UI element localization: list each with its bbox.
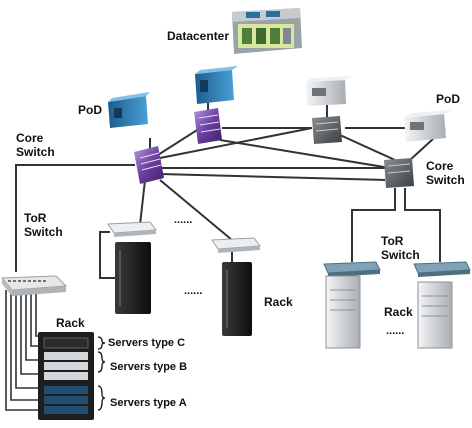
core-switch-b [194,108,222,144]
core-switch-label-right-line2: Switch [426,172,465,187]
datacenter-image [232,8,302,54]
tor-to-rack-cables [5,290,40,411]
ellipsis-right: ...... [386,325,405,337]
rack-label-center: Rack [264,295,293,309]
core-switch-label-left-line1: Core [16,131,44,145]
pod-container-right [404,110,452,142]
tor-switch-label-right: ToR Switch [381,234,420,263]
core-switch-c [312,116,342,144]
connection-lines [15,100,446,279]
tor-switch-label-left-line1: ToR [24,211,47,225]
link-core-a-tor-right [159,179,233,241]
rack-label-left: Rack [56,316,85,330]
datacenter-label: Datacenter [167,29,230,43]
rack-label-right: Rack [384,305,413,319]
servers-type-a-label: Servers type A [110,397,187,409]
tor-switch-label-right-line1: ToR [381,234,404,248]
pod-label-left: PoD [78,103,102,117]
pod-container-left [108,92,150,128]
link-core-a-tor-left [15,164,135,272]
rack-center-left [115,242,151,314]
link-core-d-tor-right-b [404,188,441,262]
ellipsis-top: ...... [174,214,193,226]
pod-label-right: PoD [436,92,460,106]
core-switch-label-left-line2: Switch [16,144,55,159]
link-tor-center-rack [99,231,115,279]
server-rack-left [38,332,94,420]
tor-switch-right-b [413,261,471,277]
link-core-a-core-d2 [159,173,386,181]
tor-switch-left [0,275,68,296]
link-core-c-core-d [339,134,396,161]
server-tower-right-b [417,281,453,349]
tor-switch-label-left-line2: Switch [24,224,63,239]
servers-type-b-label: Servers type B [110,361,188,373]
pod-container-top-right [306,76,352,106]
server-tower-right-a [325,275,361,349]
core-switch-a [134,146,164,184]
core-switch-label-right: Core Switch [426,159,465,188]
core-switch-label-right-line1: Core [426,159,454,173]
pod-container-center [195,66,238,104]
tor-switch-label-right-line2: Switch [381,247,420,262]
servers-type-c-label: Servers type C [108,337,186,349]
link-core-d-tor-right-a [351,188,396,262]
core-switch-label-left: Core Switch [16,131,55,160]
tor-switch-center-top [107,221,157,237]
link-core-a-tor-center [139,179,146,226]
link-core-b-core-d [219,139,391,169]
rack-center-right [222,262,252,336]
tor-switch-right-a [323,261,381,277]
core-switch-d [384,158,414,188]
tor-switch-label-left: ToR Switch [24,211,63,240]
ellipsis-mid: ...... [184,285,203,297]
server-type-braces [97,336,106,411]
tor-switch-center-mid [211,237,261,253]
